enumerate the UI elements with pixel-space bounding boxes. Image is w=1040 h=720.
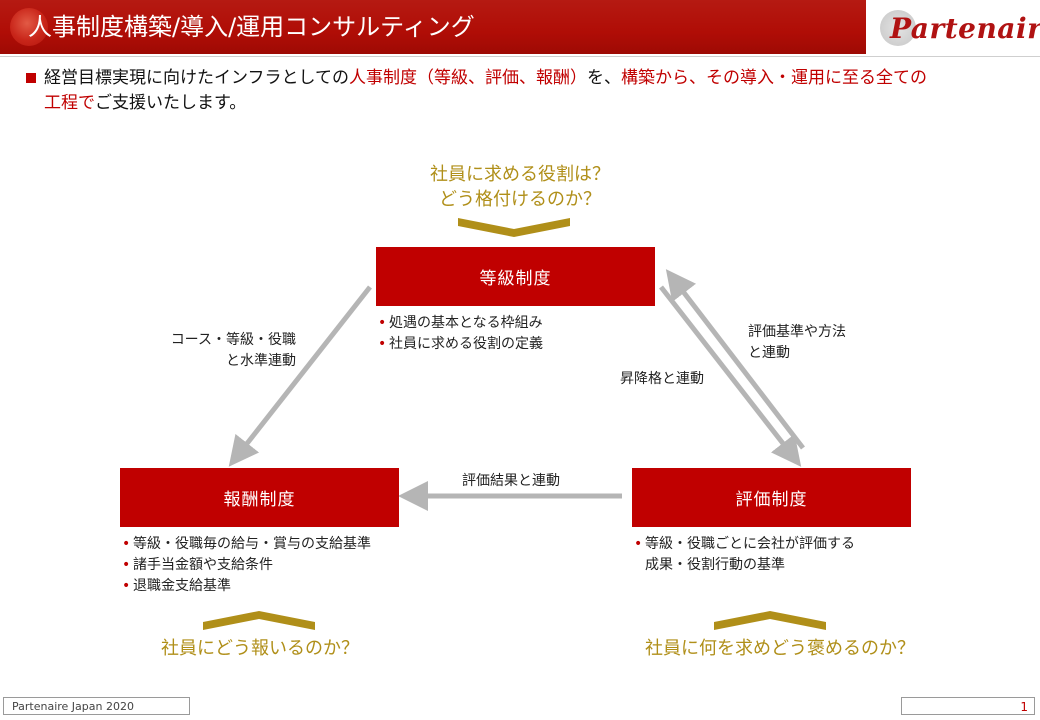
arrow-eval-to-grade (665, 269, 805, 450)
connector-label-left-line1: コース・等級・役職 (170, 332, 296, 348)
question-top-line1: 社員に求める役割は？ (430, 164, 610, 185)
intro-part4: 構築から、その導入・運用に至る全ての (620, 68, 927, 88)
grade-system-box: 等級制度 (376, 247, 655, 306)
question-left: 社員にどう報いるのか？ (161, 638, 359, 659)
intro-part2: 人事制度（等級、評価、報酬） (348, 68, 587, 88)
list-item: 処遇の基本となる枠組み (378, 313, 543, 334)
grade-bullet-list: 処遇の基本となる枠組み 社員に求める役割の定義 (378, 313, 543, 355)
question-top: 社員に求める役割は？ どう格付けるのか？ (380, 162, 660, 212)
title-orb-decoration (10, 8, 48, 46)
evaluation-bullet-list: 等級・役職ごとに会社が評価する 成果・役割行動の基準 (634, 534, 855, 576)
intro-text: 経営目標実現に向けたインフラとしての人事制度（等級、評価、報酬）を、構築から、そ… (44, 66, 1004, 116)
title-bar (0, 0, 866, 54)
logo-seal-icon (880, 10, 916, 46)
list-item: 諸手当金額や支給条件 (122, 555, 371, 576)
connector-label-right-top: 評価基準や方法 と連動 (748, 322, 846, 364)
question-top-line2: どう格付けるのか？ (439, 189, 601, 210)
reward-system-box: 報酬制度 (120, 468, 399, 527)
title-divider (0, 56, 1040, 57)
page-number: 1 (901, 697, 1035, 715)
list-item: 等級・役職毎の給与・賞与の支給基準 (122, 534, 371, 555)
question-right: 社員に何を求めどう褒めるのか？ (645, 638, 915, 659)
chevron-down-icon (458, 218, 570, 237)
connector-label-right-top-line2: と連動 (748, 345, 790, 361)
company-logo: Partenaire (890, 12, 1040, 45)
connector-label-right-top-line1: 評価基準や方法 (748, 324, 846, 340)
intro-part5: 工程で (44, 93, 95, 113)
reward-bullet-list: 等級・役職毎の給与・賞与の支給基準 諸手当金額や支給条件 退職金支給基準 (122, 534, 371, 597)
list-item: 退職金支給基準 (122, 576, 371, 597)
intro-part1: 経営目標実現に向けたインフラとしての (44, 68, 349, 88)
connector-label-left: コース・等級・役職 と水準連動 (140, 330, 296, 372)
chevron-up-icon (714, 611, 826, 630)
list-item: 社員に求める役割の定義 (378, 334, 543, 355)
footer-company: Partenaire Japan 2020 (3, 697, 190, 715)
connector-label-bottom: 評価結果と連動 (462, 473, 560, 489)
connector-label-right-low: 昇降格と連動 (620, 371, 704, 387)
square-bullet-icon (26, 73, 36, 83)
evaluation-system-box: 評価制度 (632, 468, 911, 527)
arrow-grade-to-reward (228, 285, 372, 467)
connector-label-left-line2: と水準連動 (226, 353, 296, 369)
list-item: 等級・役職ごとに会社が評価する (634, 534, 855, 555)
arrow-grade-to-eval (659, 285, 802, 467)
list-item-continuation: 成果・役割行動の基準 (645, 557, 785, 573)
intro-part6: ご支援いたします。 (95, 93, 247, 113)
chevron-up-icon (203, 611, 315, 630)
page-title: 人事制度構築/導入/運用コンサルティング (28, 13, 475, 41)
intro-part3: を、 (586, 68, 621, 88)
